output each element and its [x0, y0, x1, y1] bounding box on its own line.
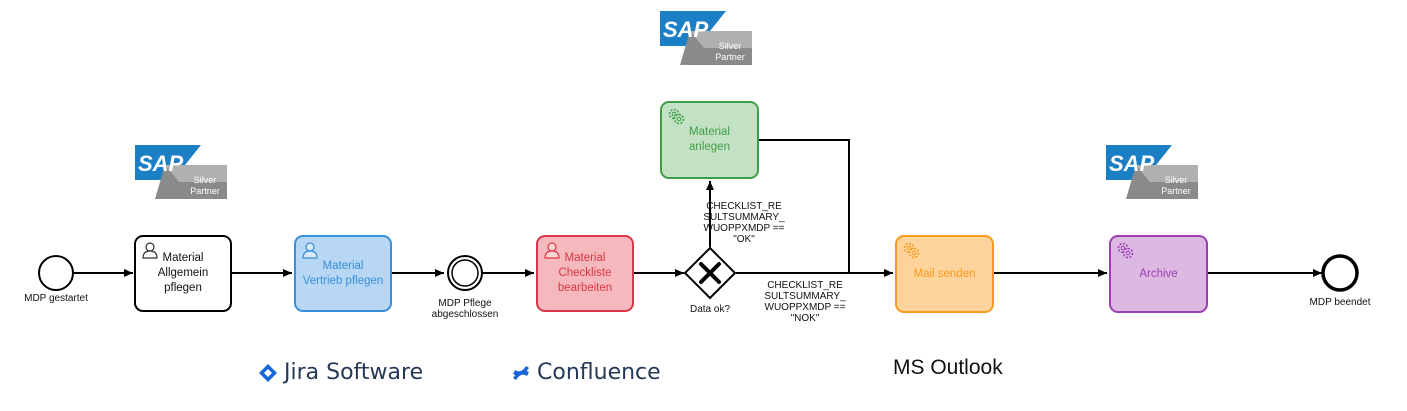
exclusive-gateway — [683, 246, 737, 300]
svg-text:Partner: Partner — [1161, 186, 1191, 196]
svg-text:Silver: Silver — [719, 41, 742, 51]
service-task-icon — [668, 108, 685, 125]
user-task-icon — [142, 242, 158, 259]
sap-logo-right: SAP Silver Partner — [1106, 145, 1198, 199]
confluence-logo-text: Confluence — [537, 360, 661, 385]
service-task-icon — [1117, 242, 1134, 259]
task-label: Material anlegen — [689, 126, 730, 153]
task-label: Material Checkliste bearbeiten — [557, 252, 613, 294]
svg-text:Partner: Partner — [715, 52, 745, 62]
task-material-anlegen[interactable]: Material anlegen — [660, 101, 759, 179]
end-event-label: MDP beendet — [1309, 297, 1371, 308]
task-label: Mail senden — [913, 267, 976, 280]
task-material-vertrieb-pflegen[interactable]: Material Vertrieb pflegen — [294, 235, 392, 312]
task-material-checkliste-bearbeiten[interactable]: Material Checkliste bearbeiten — [536, 235, 634, 312]
user-task-icon — [302, 242, 318, 259]
start-event-label: MDP gestartet — [24, 293, 88, 304]
intermediate-event-label: MDP Pflege abgeschlossen — [431, 298, 499, 320]
task-label: Material Allgemein pflegen — [157, 252, 209, 294]
service-task-icon — [903, 242, 920, 259]
confluence-logo: Confluence — [511, 360, 661, 385]
task-material-allgemein-pflegen[interactable]: Material Allgemein pflegen — [134, 235, 232, 312]
sap-logo-left: SAP Silver Partner — [135, 145, 227, 199]
jira-icon — [259, 363, 277, 382]
task-mail-senden[interactable]: Mail senden — [895, 235, 994, 313]
flow-anlegen-to-mail — [759, 139, 850, 273]
gateway-label: Data ok? — [689, 304, 731, 315]
svg-text:Partner: Partner — [190, 186, 220, 196]
task-archive[interactable]: Archive — [1109, 235, 1208, 313]
user-task-icon — [544, 242, 560, 259]
svg-text:SAP: SAP — [1109, 151, 1155, 176]
intermediate-event — [447, 255, 483, 291]
svg-text:SAP: SAP — [138, 151, 184, 176]
ms-outlook-label: MS Outlook — [893, 356, 1003, 379]
condition-ok-label: CHECKLIST_RE SULTSUMMARY_ WUOPPXMDP == "… — [703, 201, 785, 245]
svg-text:Silver: Silver — [1165, 175, 1188, 185]
jira-software-logo: Jira Software — [258, 360, 423, 385]
confluence-icon — [513, 365, 529, 380]
svg-text:SAP: SAP — [663, 17, 709, 42]
jira-logo-text: Jira Software — [284, 360, 424, 385]
task-label: Material Vertrieb pflegen — [302, 259, 384, 287]
condition-nok-label: CHECKLIST_RE SULTSUMMARY_ WUOPPXMDP == "… — [764, 280, 846, 324]
sap-logo-top: SAP Silver Partner — [660, 11, 752, 65]
start-event — [38, 255, 74, 291]
end-event — [1321, 254, 1359, 292]
task-label: Archive — [1139, 267, 1178, 280]
svg-text:Silver: Silver — [194, 175, 217, 185]
